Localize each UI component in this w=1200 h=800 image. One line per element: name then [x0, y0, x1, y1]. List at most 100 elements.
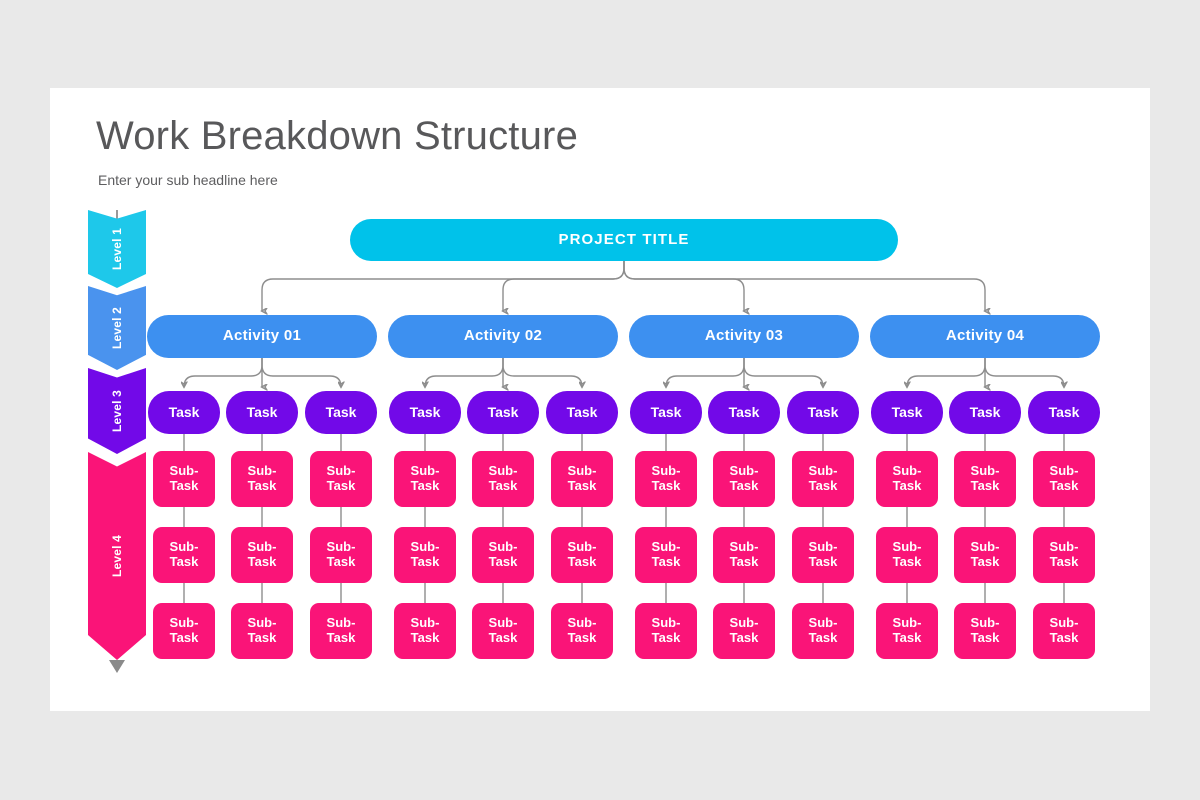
subtask-node-label: Sub-Task — [808, 463, 838, 493]
subtask-node[interactable]: Sub-Task — [954, 527, 1016, 583]
subtask-node-label: Sub-Task — [410, 615, 440, 645]
subtask-node[interactable]: Sub-Task — [394, 527, 456, 583]
subtask-node-label: Sub-Task — [729, 615, 759, 645]
task-node[interactable]: Task — [708, 391, 780, 434]
subtask-node-label: Sub-Task — [970, 463, 1000, 493]
subtask-node[interactable]: Sub-Task — [551, 451, 613, 507]
subtask-node-label: Sub-Task — [892, 539, 922, 569]
subtask-node-label: Sub-Task — [651, 463, 681, 493]
task-node[interactable]: Task — [630, 391, 702, 434]
task-node[interactable]: Task — [389, 391, 461, 434]
subtask-node[interactable]: Sub-Task — [231, 603, 293, 659]
activity-node-2-label: Activity 02 — [463, 327, 543, 345]
subtask-node-label: Sub-Task — [169, 615, 199, 645]
subtask-node[interactable]: Sub-Task — [954, 451, 1016, 507]
rail-arrowhead-icon — [109, 660, 125, 673]
subtask-node[interactable]: Sub-Task — [1033, 603, 1095, 659]
subtask-node-label: Sub-Task — [326, 615, 356, 645]
task-node-label: Task — [650, 403, 682, 420]
level-arrow-3: Level 3 — [88, 368, 146, 454]
subtask-node-label: Sub-Task — [1049, 539, 1079, 569]
subtask-node[interactable]: Sub-Task — [876, 527, 938, 583]
subtask-node-label: Sub-Task — [970, 539, 1000, 569]
level-rail: Level 1 Level 2 Level 3 Level 4 — [88, 210, 158, 755]
subtask-node[interactable]: Sub-Task — [231, 527, 293, 583]
task-node-label: Task — [246, 403, 278, 420]
task-node[interactable]: Task — [467, 391, 539, 434]
subtask-node[interactable]: Sub-Task — [713, 527, 775, 583]
task-node[interactable]: Task — [546, 391, 618, 434]
activity-node-3[interactable]: Activity 03 — [629, 315, 859, 358]
subtask-node-label: Sub-Task — [892, 615, 922, 645]
activity-node-4[interactable]: Activity 04 — [870, 315, 1100, 358]
subtask-node-label: Sub-Task — [326, 463, 356, 493]
subtask-node-label: Sub-Task — [488, 463, 518, 493]
subtask-node[interactable]: Sub-Task — [876, 451, 938, 507]
subtask-node[interactable]: Sub-Task — [153, 451, 215, 507]
subtask-node-label: Sub-Task — [1049, 463, 1079, 493]
subtask-node[interactable]: Sub-Task — [472, 603, 534, 659]
subtask-node-label: Sub-Task — [729, 539, 759, 569]
subtask-node-label: Sub-Task — [247, 539, 277, 569]
task-node[interactable]: Task — [148, 391, 220, 434]
task-node-label: Task — [1048, 403, 1080, 420]
level-arrow-1: Level 1 — [88, 210, 146, 288]
activity-node-2[interactable]: Activity 02 — [388, 315, 618, 358]
task-node[interactable]: Task — [226, 391, 298, 434]
task-node[interactable]: Task — [305, 391, 377, 434]
subtask-node-label: Sub-Task — [567, 539, 597, 569]
subtask-node[interactable]: Sub-Task — [635, 603, 697, 659]
subtask-node[interactable]: Sub-Task — [472, 451, 534, 507]
subtask-node[interactable]: Sub-Task — [310, 527, 372, 583]
page-title: Work Breakdown Structure — [96, 114, 579, 158]
subtask-node[interactable]: Sub-Task — [792, 451, 854, 507]
subtask-node[interactable]: Sub-Task — [153, 603, 215, 659]
activity-node-3-label: Activity 03 — [704, 327, 784, 345]
task-node-label: Task — [728, 403, 760, 420]
subtask-node[interactable]: Sub-Task — [394, 451, 456, 507]
subtask-node[interactable]: Sub-Task — [394, 603, 456, 659]
subtask-node-label: Sub-Task — [326, 539, 356, 569]
task-node[interactable]: Task — [949, 391, 1021, 434]
connector-layer — [50, 261, 1150, 603]
subtask-node[interactable]: Sub-Task — [954, 603, 1016, 659]
subtask-node-label: Sub-Task — [970, 615, 1000, 645]
subtask-node[interactable]: Sub-Task — [713, 603, 775, 659]
subtask-node[interactable]: Sub-Task — [713, 451, 775, 507]
task-node[interactable]: Task — [1028, 391, 1100, 434]
slide-canvas: Work Breakdown Structure Enter your sub … — [50, 88, 1150, 711]
subtask-node[interactable]: Sub-Task — [792, 527, 854, 583]
subtask-node[interactable]: Sub-Task — [1033, 451, 1095, 507]
subtask-node[interactable]: Sub-Task — [1033, 527, 1095, 583]
subtask-node-label: Sub-Task — [567, 463, 597, 493]
activity-node-1[interactable]: Activity 01 — [147, 315, 377, 358]
project-title-label: PROJECT TITLE — [558, 230, 690, 248]
task-node-label: Task — [325, 403, 357, 420]
subtask-node-label: Sub-Task — [488, 539, 518, 569]
task-node[interactable]: Task — [871, 391, 943, 434]
task-node-label: Task — [891, 403, 923, 420]
subtask-node[interactable]: Sub-Task — [472, 527, 534, 583]
subtask-node[interactable]: Sub-Task — [551, 527, 613, 583]
subtask-node[interactable]: Sub-Task — [635, 527, 697, 583]
subtask-node-label: Sub-Task — [169, 539, 199, 569]
task-node[interactable]: Task — [787, 391, 859, 434]
page-subtitle: Enter your sub headline here — [98, 172, 278, 188]
subtask-node[interactable]: Sub-Task — [310, 603, 372, 659]
level-arrow-4: Level 4 — [88, 452, 146, 660]
task-node-label: Task — [487, 403, 519, 420]
subtask-node[interactable]: Sub-Task — [310, 451, 372, 507]
subtask-node[interactable]: Sub-Task — [792, 603, 854, 659]
subtask-node[interactable]: Sub-Task — [551, 603, 613, 659]
subtask-node-label: Sub-Task — [410, 463, 440, 493]
subtask-node[interactable]: Sub-Task — [876, 603, 938, 659]
subtask-node-label: Sub-Task — [169, 463, 199, 493]
subtask-node-label: Sub-Task — [729, 463, 759, 493]
subtask-node[interactable]: Sub-Task — [231, 451, 293, 507]
task-node-label: Task — [168, 403, 200, 420]
subtask-node[interactable]: Sub-Task — [635, 451, 697, 507]
subtask-node[interactable]: Sub-Task — [153, 527, 215, 583]
subtask-node-label: Sub-Task — [892, 463, 922, 493]
project-title-node[interactable]: PROJECT TITLE — [350, 219, 898, 261]
task-node-label: Task — [566, 403, 598, 420]
